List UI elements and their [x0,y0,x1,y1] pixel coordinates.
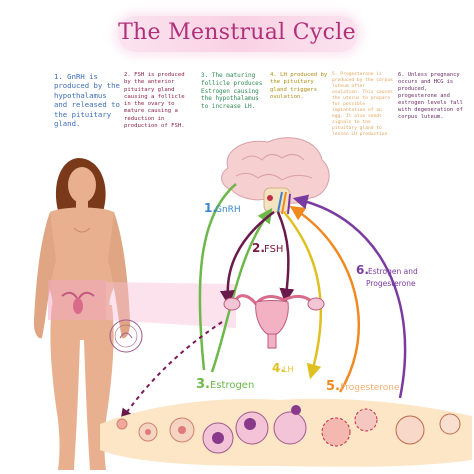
label-estrogen: 3. Estrogen [196,377,254,392]
arrow-fsh-right [276,211,295,304]
gnrh-label: GnRH [215,205,241,215]
progesterone-label: Progesterone [340,383,400,393]
note-5-progesterone: 5. Progesterone is produced by the corpu… [332,72,393,137]
estrogen-progesterone-line2: Progesterone [366,279,416,288]
arrow-egg-release-dashed [120,321,223,421]
note-1-gnrh: 1. GnRH is produced by the hypothalamus … [54,72,120,129]
estrogen-progesterone-number: 6. [356,263,369,277]
title-banner [118,16,358,52]
label-gnrh: 1. GnRH [204,201,241,215]
hormone-arrows [120,183,407,421]
brain-illustration [221,137,330,215]
fsh-number: 2. [252,241,265,255]
arrow-progesterone [289,205,360,393]
female-body-figure [33,158,131,470]
label-progesterone: 5. Progesterone [326,379,400,394]
label-lh: 4. LH [272,361,293,375]
page-title: The Menstrual Cycle [118,20,356,45]
progesterone-number: 5. [326,379,340,394]
arrow-estrogen-progesterone [292,194,407,399]
ovulation-stamp-logo [109,319,143,353]
estrogen-number: 3. [196,377,210,392]
label-estrogen-progesterone: 6. Estrogen and Progesterone [356,263,418,288]
lh-number: 4. [272,361,285,375]
estrogen-progesterone-line1: Estrogen and [368,267,418,276]
note-6-degeneration: 6. Unless pregnancy occurs and HCG is pr… [398,72,463,121]
arrow-gnrh-green [198,183,237,371]
gnrh-number: 1. [204,201,217,215]
uterus-illustration [223,294,325,349]
label-fsh: 2. FSH [252,241,283,255]
zoom-beam [106,282,236,328]
lh-label: LH [283,365,293,374]
note-4-lh: 4. LH produced by the pituitary gland tr… [270,72,328,100]
estrogen-label: Estrogen [210,380,254,391]
follicle-development-strip [100,398,472,467]
arrow-fsh-left [219,210,275,306]
note-3-estrogen: 3. The maturing follicle produces Estrog… [201,72,263,111]
fsh-label: FSH [264,244,283,255]
arrow-lh [283,211,323,380]
note-2-fsh: 2. FSH is produced by the anterior pitui… [124,72,185,129]
